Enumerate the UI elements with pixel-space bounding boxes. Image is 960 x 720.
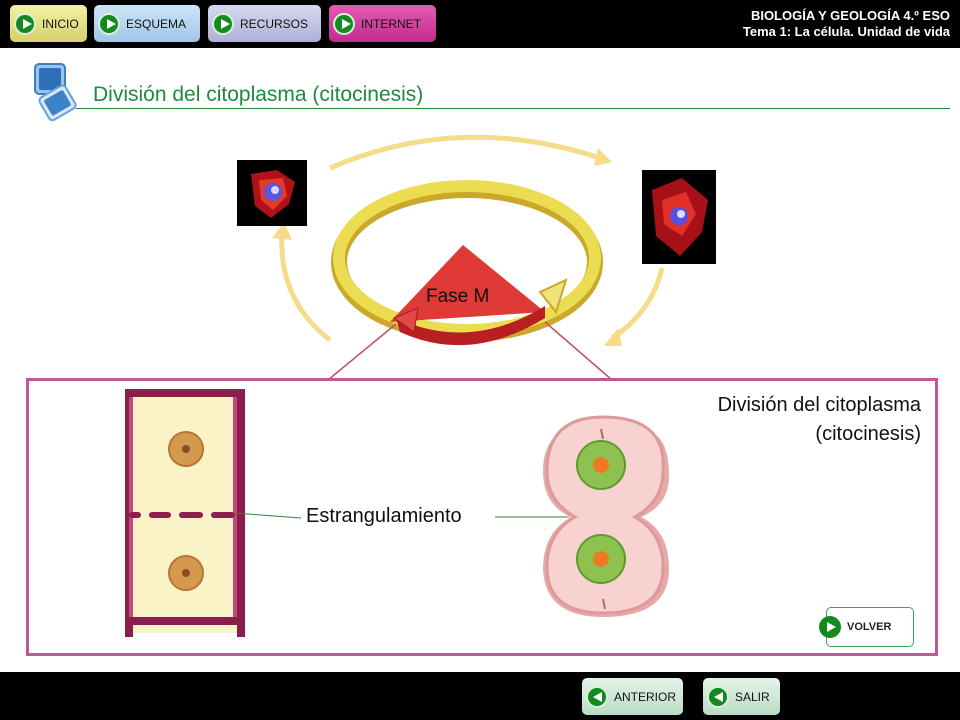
inicio-label: INICIO <box>42 16 79 31</box>
internet-label: INTERNET <box>361 16 421 31</box>
course-header: BIOLOGÍA Y GEOLOGÍA 4.º ESO Tema 1: La c… <box>743 8 950 40</box>
inicio-button[interactable]: INICIO <box>10 5 87 42</box>
cytokinesis-illustration <box>125 389 669 637</box>
plant-cell <box>125 389 245 637</box>
anterior-label: ANTERIOR <box>614 689 677 704</box>
panel-title-line2: (citocinesis) <box>815 423 921 445</box>
back-arrow-icon <box>707 685 729 708</box>
salir-button[interactable]: SALIR <box>703 678 780 715</box>
callout-line-right <box>544 321 613 381</box>
cycle-arrow-left-head <box>272 222 292 240</box>
phase-m-arc <box>396 306 545 346</box>
play-arrow-icon <box>98 12 120 35</box>
salir-label: SALIR <box>735 689 770 704</box>
panel-title-line1: División del citoplasma <box>717 394 921 416</box>
internet-button[interactable]: INTERNET <box>329 5 436 42</box>
esquema-button[interactable]: ESQUEMA <box>94 5 200 42</box>
cell-cycle-diagram <box>272 134 665 381</box>
top-navigation-bar: INICIO ESQUEMA RECURSOS INTERNET BIOLOGÍ… <box>0 0 960 48</box>
cycle-arrow-right <box>610 267 665 341</box>
cycle-arrow-right-head <box>604 328 622 346</box>
bottom-navigation-bar: ANTERIOR SALIR <box>0 672 960 720</box>
phase-m-arrowhead <box>392 307 419 333</box>
cycle-arrow-left <box>279 231 332 342</box>
cell-micrograph-right <box>642 170 716 264</box>
back-arrow-icon <box>586 685 608 708</box>
play-arrow-icon <box>14 12 36 35</box>
volver-label: VOLVER <box>847 621 892 633</box>
cycle-ring <box>333 180 601 336</box>
unit-name: Tema 1: La célula. Unidad de vida <box>742 24 950 39</box>
course-name: BIOLOGÍA Y GEOLOGÍA 4.º ESO <box>750 8 950 23</box>
play-arrow-icon <box>333 12 355 35</box>
pointer-line-left <box>234 512 302 519</box>
panel-title: División del citoplasma (citocinesis) <box>718 391 921 449</box>
cycle-arrow-top-head <box>594 148 612 166</box>
cycle-arrow-top <box>329 134 601 171</box>
anterior-button[interactable]: ANTERIOR <box>582 678 683 715</box>
recursos-label: RECURSOS <box>240 16 309 31</box>
volver-button[interactable]: VOLVER <box>819 607 914 647</box>
callout-line-left <box>327 323 397 381</box>
phase-m-sector <box>390 245 545 322</box>
cytokinesis-detail-panel: División del citoplasma (citocinesis) Es… <box>26 378 938 656</box>
slide-icon <box>34 63 77 122</box>
recursos-button[interactable]: RECURSOS <box>208 5 321 42</box>
esquema-label: ESQUEMA <box>126 16 187 31</box>
ring-arrowhead <box>538 278 568 315</box>
play-arrow-icon <box>819 616 841 638</box>
animal-cell <box>543 415 669 617</box>
play-arrow-icon <box>212 12 234 35</box>
constriction-label: Estrangulamiento <box>306 505 462 527</box>
cell-micrograph-left <box>237 160 307 226</box>
phase-m-label: Fase M <box>426 286 490 307</box>
title-divider <box>76 108 950 109</box>
page-title: División del citoplasma (citocinesis) <box>93 83 424 106</box>
